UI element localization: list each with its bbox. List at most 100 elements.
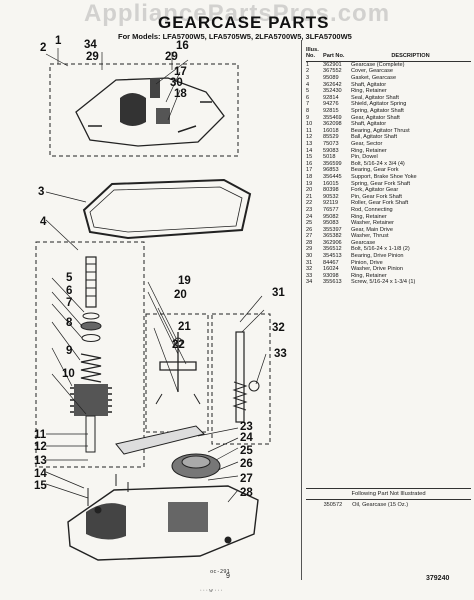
illus-number: 20 <box>306 187 313 194</box>
part-number: 356512 <box>323 246 342 253</box>
callout-12: 12 <box>34 441 47 453</box>
agitator-shaft-box <box>35 241 145 468</box>
table-row: 4 362642 Shaft, Agitator <box>306 82 471 89</box>
illus-number: 27 <box>306 233 313 240</box>
table-row: 27 365382 Washer, Thrust <box>306 233 471 240</box>
part-number: 80398 <box>323 187 339 194</box>
part-number: 16024 <box>323 266 339 273</box>
callout-4: 4 <box>40 216 47 228</box>
illus-number: 4 <box>306 81 310 88</box>
illus-number: 5 <box>306 88 310 95</box>
part-description: Bolt, 5/16-24 x 1-1/8 (2) <box>351 246 410 253</box>
illus-number: 16 <box>306 160 313 167</box>
column-divider <box>301 40 302 580</box>
illus-number: 31 <box>306 259 313 266</box>
part-description: Rod, Connecting <box>351 206 393 213</box>
part-description: Shield, Agitator Spring <box>351 101 407 108</box>
part-description: Bearing, Gear Fork <box>351 167 399 174</box>
part-description: Ring, Retainer <box>351 147 387 154</box>
table-row: 29 356512 Bolt, 5/16-24 x 1-1/8 (2) <box>306 246 471 253</box>
illus-number: 12 <box>306 134 313 141</box>
agitator-spring-part <box>80 353 102 383</box>
part-description: Bearing, Drive Pinion <box>351 253 404 260</box>
part-number: 365382 <box>323 233 342 240</box>
callout-29b: 29 <box>165 51 178 63</box>
callout-6: 6 <box>66 285 73 297</box>
parts-table-header: Illus. No. Part No. DESCRIPTION <box>306 47 471 62</box>
illus-number: 21 <box>306 193 313 200</box>
callout-1: 1 <box>55 35 62 47</box>
part-description: Washer, Thrust <box>351 233 389 240</box>
part-number: 367552 <box>323 68 342 75</box>
part-number: 90532 <box>323 193 339 200</box>
illus-number: 13 <box>306 140 313 147</box>
connecting-rod-part <box>115 425 205 455</box>
part-description: Shaft, Agitator <box>351 121 387 128</box>
part-number: 16015 <box>323 180 339 187</box>
callout-10: 10 <box>62 368 75 380</box>
part-description: Seal, Agitator Shaft <box>351 94 399 101</box>
part-description: Cover, Gearcase <box>351 68 393 75</box>
part-description: Ring, Retainer <box>351 272 387 279</box>
part-description: Pin, Gear Fork Shaft <box>351 193 402 200</box>
callout-34: 34 <box>84 39 97 51</box>
part-number: 92815 <box>323 108 339 114</box>
callout-14: 14 <box>34 468 47 480</box>
illus-number: 6 <box>306 94 310 101</box>
illus-number: 8 <box>306 108 310 114</box>
illus-number: 22 <box>306 200 313 207</box>
part-number: 85529 <box>323 134 339 141</box>
part-description: Shaft, Agitator <box>351 81 387 88</box>
callout-17: 17 <box>174 66 187 78</box>
part-number: 75073 <box>323 140 339 147</box>
part-description: Bearing, Agitator Thrust <box>351 127 410 134</box>
part-description: Ball, Agitator Shaft <box>351 134 398 141</box>
part-description: Screw, 5/16-24 x 1-3/4 (1) <box>351 279 416 286</box>
watermark: AppliancePartsPros.com <box>83 0 391 27</box>
callout-13: 13 <box>34 455 47 467</box>
part-number: 362642 <box>323 81 342 88</box>
illus-number: 24 <box>306 213 313 220</box>
part-number: 362906 <box>323 239 342 246</box>
extra-part-number: 350572 <box>323 502 343 508</box>
callout-25: 25 <box>240 445 253 457</box>
header-part-no: Part No. <box>323 47 351 62</box>
illus-number: 32 <box>306 266 313 273</box>
part-number: 96853 <box>323 167 339 174</box>
part-description: Gasket, Gearcase <box>351 75 397 82</box>
illus-number: 19 <box>306 180 313 187</box>
part-description: Spring, Gear Fork Shaft <box>351 180 411 187</box>
callout-16: 16 <box>176 40 189 52</box>
illus-number: 7 <box>306 101 310 108</box>
drive-pinion-part <box>235 331 245 423</box>
page-title: GEARCASE PARTS <box>158 13 330 32</box>
callout-28: 28 <box>240 487 253 499</box>
part-number: 76577 <box>323 206 339 213</box>
callout-15: 15 <box>34 480 47 492</box>
illus-number: 29 <box>306 246 313 253</box>
callout-31: 31 <box>272 287 285 299</box>
callout-5: 5 <box>66 272 73 284</box>
illus-number: 14 <box>306 147 313 154</box>
page-number: 9 <box>226 573 230 580</box>
callout-30: 30 <box>170 77 183 89</box>
